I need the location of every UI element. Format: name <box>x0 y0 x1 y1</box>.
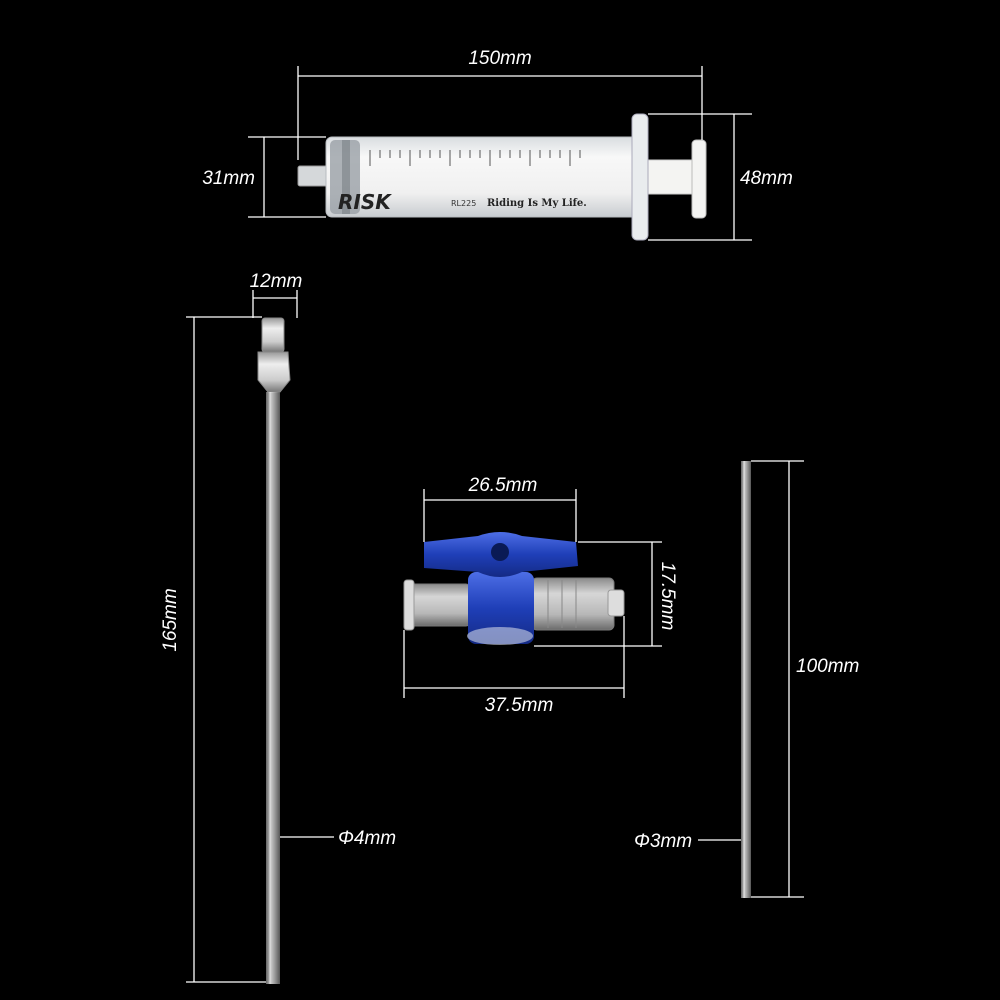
valve-length-label: 37.5mm <box>485 695 554 716</box>
syringe-length-label: 150mm <box>468 48 531 69</box>
syringe-brand-logo: RISK <box>338 190 392 214</box>
short-rod-diameter-label: Φ3mm <box>634 831 692 852</box>
valve-height-dimension: 17.5mm <box>534 541 678 647</box>
short-rod-length-dimension: 100mm <box>751 460 859 898</box>
long-tube <box>257 317 291 984</box>
syringe-barrel-height-dimension: 31mm <box>202 136 326 218</box>
long-tube-diameter-label: Φ4mm <box>338 828 396 849</box>
valve-handle-width-dimension: 26.5mm <box>423 475 577 542</box>
long-tube-hub-width-dimension: 12mm <box>250 271 303 318</box>
syringe-length-dimension: 150mm <box>297 48 703 160</box>
syringe-barrel-height-label: 31mm <box>202 168 255 189</box>
syringe-flange-height-label: 48mm <box>740 168 793 189</box>
long-tube-length-label: 165mm <box>160 588 181 651</box>
long-tube-diameter-dimension: Φ4mm <box>280 828 396 849</box>
short-rod-length-label: 100mm <box>796 656 859 677</box>
short-rod <box>741 461 751 898</box>
syringe: RISK RL225 Riding Is My Life. <box>297 113 707 241</box>
syringe-flange-height-dimension: 48mm <box>648 113 793 241</box>
syringe-model-label: RL225 <box>451 199 476 208</box>
valve-height-label: 17.5mm <box>657 562 678 631</box>
syringe-slogan: Riding Is My Life. <box>487 198 587 209</box>
valve-length-dimension: 37.5mm <box>403 616 625 716</box>
stopcock-valve <box>403 532 625 645</box>
short-rod-diameter-dimension: Φ3mm <box>634 831 741 852</box>
long-tube-length-dimension: 165mm <box>160 316 266 983</box>
long-tube-hub-width-label: 12mm <box>250 271 303 292</box>
valve-handle-width-label: 26.5mm <box>468 475 538 496</box>
